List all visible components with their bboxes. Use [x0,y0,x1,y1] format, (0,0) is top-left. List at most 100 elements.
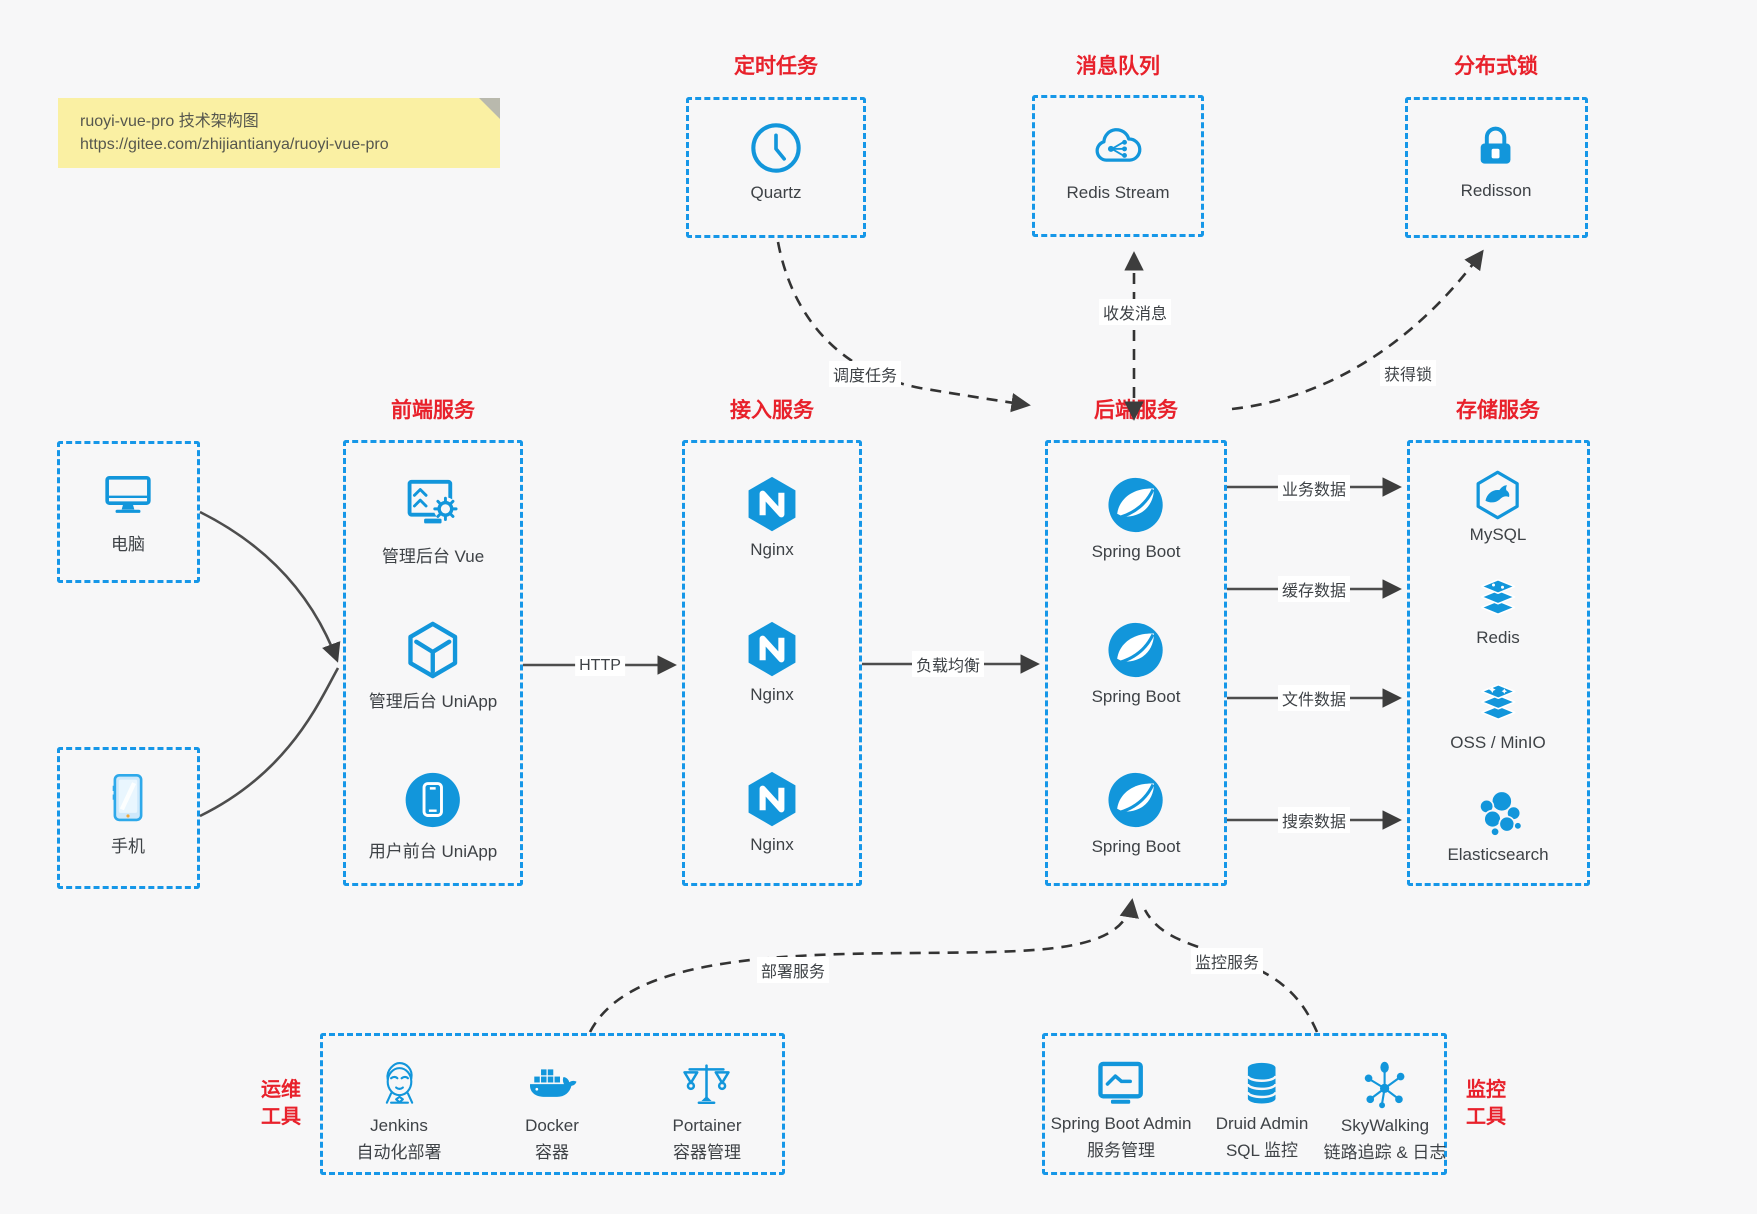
edge-deploy-arrow [588,898,1139,1033]
redis-stream-box [1032,95,1204,237]
nginx-icon [742,474,802,534]
admin-uniapp-label: 管理后台 UniApp [368,692,498,711]
edge-phone-to-frontend [199,667,340,818]
edge-schedule-arrow [776,241,1031,413]
backend-services-box [1045,440,1227,886]
docker-node: Docker 容器 [523,1058,581,1163]
edge-label-http: HTTP [575,656,625,676]
redisson-label: Redisson [1460,181,1532,200]
nginx-label-3: Nginx [750,835,794,854]
jenkins-icon [372,1058,426,1112]
title-scheduled-jobs: 定时任务 [734,55,818,78]
edge-label-search-data: 搜索数据 [1277,807,1351,833]
user-app-icon [402,769,464,831]
skywalking-node: SkyWalking 链路追踪 & 日志 [1323,1058,1447,1163]
redisson-node: Redisson [1460,119,1532,201]
quartz-node: Quartz [747,119,805,203]
spring-boot-admin-label: Spring Boot Admin [1050,1114,1192,1133]
docker-desc: 容器 [535,1143,569,1162]
title-frontend-services: 前端服务 [391,399,475,422]
title-storage-services: 存储服务 [1456,399,1540,422]
skywalking-label: SkyWalking [1340,1116,1430,1135]
clock-icon [747,119,805,177]
phone-box [57,747,200,889]
jenkins-node: Jenkins 自动化部署 [357,1058,442,1163]
frontend-services-box [343,440,523,886]
monitor-chart-icon [1093,1056,1149,1112]
node-graph-icon [1358,1058,1412,1112]
elasticsearch-icon [1471,787,1525,841]
portainer-icon [680,1058,734,1112]
computer-box [57,441,200,583]
ops-tools-box [320,1033,785,1175]
nginx-icon [742,619,802,679]
edge-label-file-data: 文件数据 [1277,685,1351,711]
lock-icon [1468,119,1524,175]
druid-admin-node: Druid Admin SQL 监控 [1215,1058,1309,1161]
mysql-node: MySQL [1469,469,1527,545]
admin-uniapp-node: 管理后台 UniApp [369,619,497,712]
spring-boot-icon [1105,619,1167,681]
user-uniapp-node: 用户前台 UniApp [369,769,497,862]
portainer-desc: 容器管理 [672,1143,741,1162]
redis-node: Redis [1474,576,1522,648]
quartz-label: Quartz [750,183,802,202]
admin-vue-label: 管理后台 Vue [381,547,485,566]
edge-label-load-balance: 负载均衡 [911,651,985,677]
spring-boot-node-3: Spring Boot [1092,769,1180,857]
spring-boot-icon [1105,769,1167,831]
title-gateway-services: 接入服务 [730,399,814,422]
skywalking-desc: 链路追踪 & 日志 [1323,1143,1447,1162]
druid-admin-label: Druid Admin [1215,1114,1309,1133]
ops-tools-title: 运维 工具 [261,1079,301,1128]
nginx-node-1: Nginx [742,474,802,560]
monitoring-tools-box [1042,1033,1447,1175]
monitoring-tools-title: 监控 工具 [1466,1079,1506,1128]
database-icon [1236,1058,1288,1110]
spring-boot-node-2: Spring Boot [1091,619,1181,707]
nginx-node-2: Nginx [742,619,802,705]
jenkins-desc: 自动化部署 [356,1143,442,1162]
spring-boot-label-2: Spring Boot [1091,687,1181,706]
admin-vue-icon [402,474,464,536]
phone-label: 手机 [111,837,145,856]
nginx-label-1: Nginx [750,540,794,559]
edge-label-monitor: 监控服务 [1190,948,1264,974]
uniapp-cube-icon [402,619,464,681]
mysql-label: MySQL [1469,525,1527,544]
spring-boot-label-1: Spring Boot [1091,542,1181,561]
sticky-note: ruoyi-vue-pro 技术架构图 https://gitee.com/zh… [58,98,500,168]
title-message-queue: 消息队列 [1076,55,1160,78]
nginx-label-2: Nginx [750,685,794,704]
portainer-node: Portainer 容器管理 [672,1058,741,1163]
phone-icon [100,770,156,826]
edge-label-messaging: 收发消息 [1098,299,1172,325]
druid-admin-desc: SQL 监控 [1225,1141,1299,1160]
admin-vue-node: 管理后台 Vue [382,474,484,567]
edge-label-cache-data: 缓存数据 [1277,576,1351,602]
computer-label: 电脑 [111,535,145,554]
gateway-services-box [682,440,862,886]
elasticsearch-node: Elasticsearch [1447,787,1549,865]
phone-node: 手机 [100,770,156,857]
redis-icon [1474,576,1522,624]
spring-boot-icon [1105,474,1167,536]
docker-icon [523,1058,581,1112]
desktop-icon [99,466,157,524]
elasticsearch-label: Elasticsearch [1447,845,1549,864]
oss-icon [1474,681,1522,729]
redis-label: Redis [1476,628,1520,647]
mysql-icon [1472,469,1524,521]
redis-stream-node: Redis Stream [1067,117,1169,203]
nginx-icon [742,769,802,829]
oss-minio-label: OSS / MinIO [1450,733,1546,752]
edge-label-schedule: 调度任务 [828,361,902,387]
computer-node: 电脑 [99,466,157,555]
edge-label-business-data: 业务数据 [1277,475,1351,501]
note-fold-corner [479,98,500,119]
edge-acquire-lock-arrow [1231,249,1484,411]
edge-computer-to-frontend [199,510,341,663]
spring-boot-admin-desc: 服务管理 [1087,1141,1155,1160]
title-distributed-lock: 分布式锁 [1454,55,1538,78]
edge-label-deploy: 部署服务 [756,957,830,983]
